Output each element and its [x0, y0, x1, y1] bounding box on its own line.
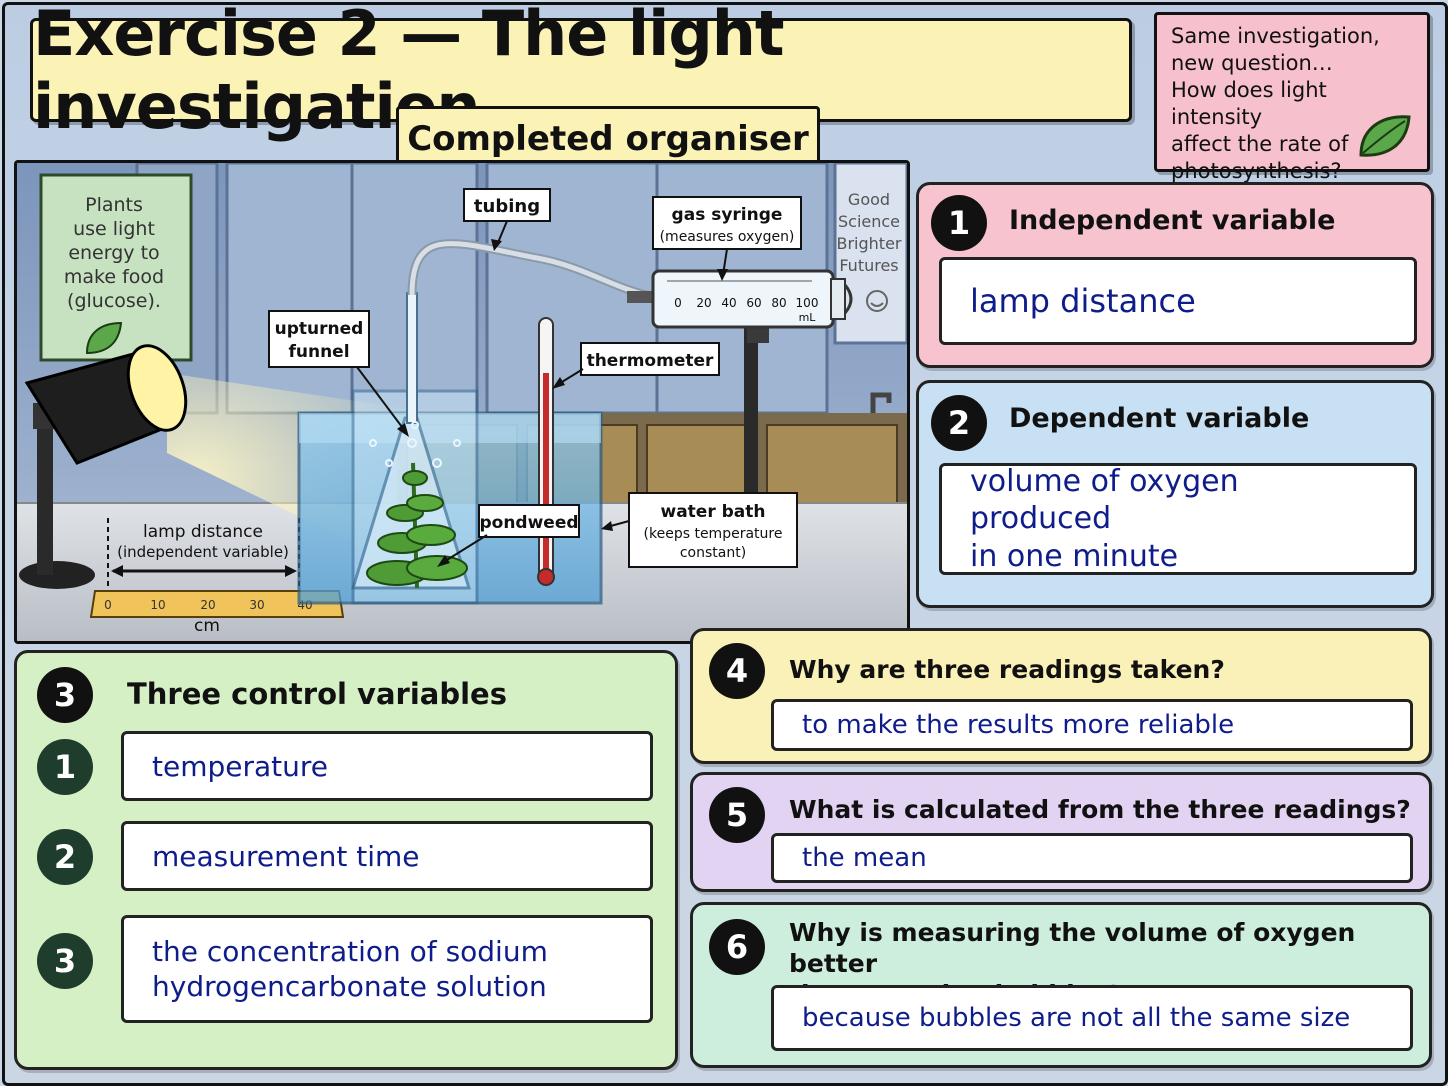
answer-text: because bubbles are not all the same siz… — [802, 1002, 1351, 1033]
poster-left-line: Plants — [85, 194, 143, 216]
card-number: 4 — [709, 643, 765, 699]
poster-right-line: Brighter — [837, 234, 902, 253]
control-item-number: 1 — [37, 739, 93, 795]
question-5-answer[interactable]: the mean — [771, 833, 1413, 883]
question-6-card: 6 Why is measuring the volume of oxygen … — [690, 902, 1432, 1068]
ruler-tick-label: 30 — [249, 598, 264, 612]
syringe-tick-label: 100 — [796, 296, 819, 310]
smiley-icon — [866, 290, 888, 312]
ruler-tick-label: 20 — [200, 598, 215, 612]
question-note: Same investigation, new question… How do… — [1154, 12, 1430, 183]
thermometer-icon — [537, 317, 555, 586]
card-number: 3 — [37, 667, 93, 723]
question-5-card: 5 What is calculated from the three read… — [690, 772, 1432, 892]
answer-text: hydrogencarbonate solution — [152, 970, 547, 1003]
control-variable-answer-1[interactable]: temperature — [121, 731, 653, 801]
funnel-label: funnel — [288, 342, 349, 362]
syringe-tick-label: 20 — [696, 296, 711, 310]
answer-text: measurement time — [152, 839, 420, 873]
water-bath-note: (keeps temperature — [644, 526, 783, 542]
question-line: new question… — [1171, 51, 1333, 75]
question-4-answer[interactable]: to make the results more reliable — [771, 699, 1413, 751]
lamp-icon — [19, 344, 188, 589]
independent-variable-card: 1 Independent variable lamp distance — [916, 182, 1434, 368]
control-item-number: 2 — [37, 829, 93, 885]
poster-left-line: energy to — [68, 242, 159, 264]
control-item-number: 3 — [37, 933, 93, 989]
ruler-unit: cm — [194, 616, 220, 636]
card-title: Three control variables — [127, 677, 507, 711]
card-number: 1 — [931, 195, 987, 251]
card-number: 6 — [709, 919, 765, 975]
leaf-icon — [85, 321, 123, 355]
control-variable-answer-2[interactable]: measurement time — [121, 821, 653, 891]
answer-text: to make the results more reliable — [802, 709, 1235, 740]
funnel-label: upturned — [275, 319, 364, 339]
water-bath-note: constant) — [680, 545, 746, 561]
page-title: Exercise 2 — The light investigation — [33, 0, 785, 143]
card-title-line: Why is measuring the volume of oxygen be… — [789, 918, 1356, 978]
question-line: Same investigation, — [1171, 24, 1380, 48]
pondweed-label: pondweed — [479, 513, 578, 533]
title-banner: Exercise 2 — The light investigation — [30, 0, 1132, 143]
poster-left-line: use light — [73, 218, 155, 240]
pondweed-icon — [366, 462, 468, 589]
syringe-tick-label: 80 — [771, 296, 786, 310]
control-variables-card: 3 Three control variables 1 temperature … — [14, 650, 678, 1070]
apparatus-diagram: Plants use light energy to make food (gl… — [17, 163, 907, 641]
card-title: What is calculated from the three readin… — [789, 795, 1411, 824]
question-line: How does light intensity — [1171, 78, 1327, 129]
gas-syringe-icon — [627, 269, 853, 329]
poster-left-line: (glucose). — [67, 290, 161, 312]
gas-syringe-label: gas syringe — [672, 205, 783, 225]
card-title: Why are three readings taken? — [789, 655, 1225, 684]
card-number: 2 — [931, 395, 987, 451]
poster-right-line: Futures — [839, 256, 898, 275]
lab-illustration: Plants use light energy to make food (gl… — [14, 160, 910, 644]
poster-right-line: Good — [848, 190, 890, 209]
syringe-unit: mL — [799, 311, 817, 324]
syringe-tick-label: 40 — [721, 296, 736, 310]
bubbles — [369, 421, 461, 468]
control-variable-answer-3[interactable]: the concentration of sodium hydrogencarb… — [121, 915, 653, 1023]
syringe-tick-label: 0 — [674, 296, 682, 310]
ruler-tick-label: 0 — [104, 598, 112, 612]
question-line: affect the rate of — [1171, 132, 1349, 156]
thermometer-label: thermometer — [587, 351, 714, 371]
card-title: Independent variable — [1009, 205, 1336, 236]
gas-syringe-note: (measures oxygen) — [660, 229, 795, 245]
dependent-variable-answer[interactable]: volume of oxygen produced in one minute — [939, 463, 1417, 575]
poster-right-line: Science — [838, 212, 900, 231]
answer-text: lamp distance — [970, 282, 1196, 320]
page-subtitle: Completed organiser — [407, 119, 809, 159]
answer-text: the concentration of sodium — [152, 935, 548, 968]
dependent-variable-card: 2 Dependent variable volume of oxygen pr… — [916, 380, 1434, 608]
leaf-icon — [1359, 115, 1411, 157]
answer-text: in one minute — [970, 538, 1179, 574]
water-bath-label: water bath — [660, 502, 765, 522]
question-6-answer[interactable]: because bubbles are not all the same siz… — [771, 985, 1413, 1051]
answer-text: temperature — [152, 749, 328, 783]
lamp-distance-note: (independent variable) — [117, 543, 289, 561]
question-line: photosynthesis? — [1171, 159, 1342, 183]
lamp-distance-label: lamp distance — [143, 522, 263, 542]
poster-left-line: make food — [64, 266, 164, 288]
answer-text: volume of oxygen produced — [970, 463, 1239, 537]
card-number: 5 — [709, 787, 765, 843]
question-4-card: 4 Why are three readings taken? to make … — [690, 628, 1432, 764]
card-title: Dependent variable — [1009, 403, 1310, 434]
tubing-label: tubing — [474, 196, 540, 217]
independent-variable-answer[interactable]: lamp distance — [939, 257, 1417, 345]
ruler-tick-label: 10 — [150, 598, 165, 612]
syringe-tick-label: 60 — [746, 296, 761, 310]
ruler: 0 10 20 30 40 cm — [89, 590, 345, 636]
answer-text: the mean — [802, 842, 927, 873]
